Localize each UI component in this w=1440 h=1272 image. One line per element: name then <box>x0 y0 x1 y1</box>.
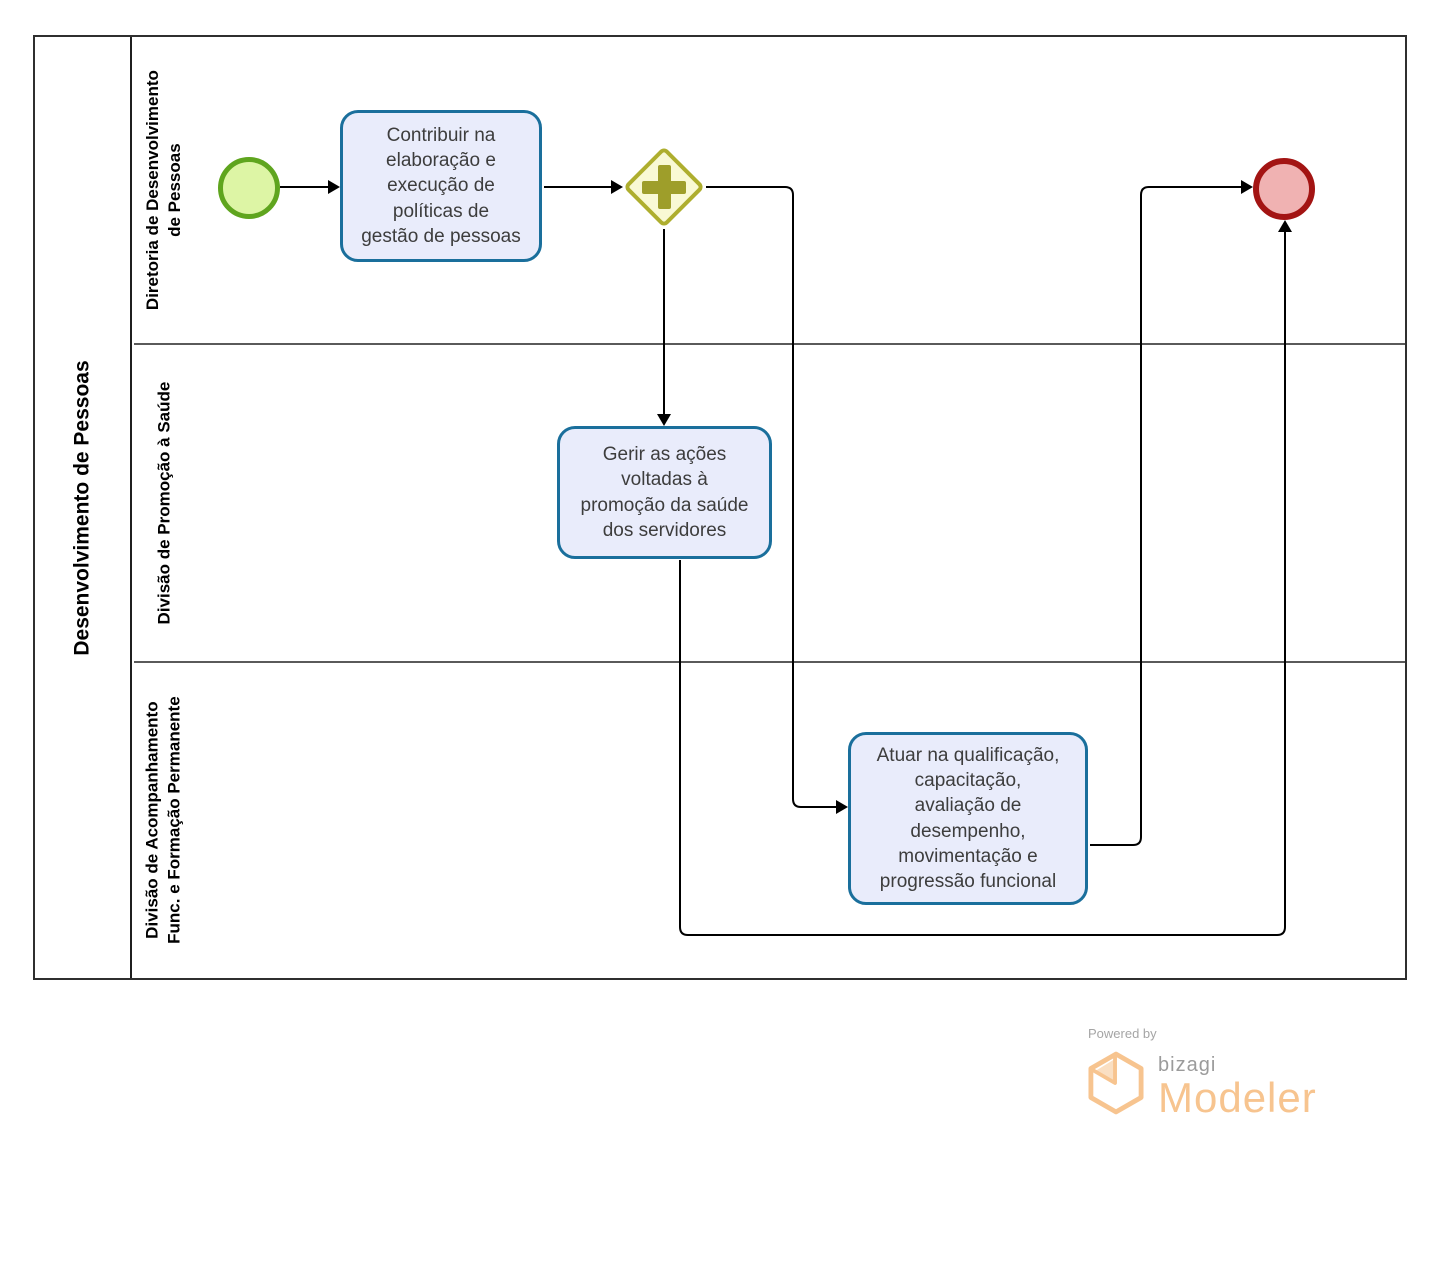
modeler-wordmark: Modeler <box>1158 1074 1317 1121</box>
parallel-gateway-plus-icon <box>635 158 693 216</box>
lane-divisao-acompanhamento: Divisão de Acompanhamento Func. e Formaç… <box>134 663 1405 978</box>
powered-by-label: Powered by <box>1088 1026 1157 1041</box>
lane-label: Diretoria de Desenvolvimento de Pessoas <box>142 70 184 310</box>
lane-label-wrap: Diretoria de Desenvolvimento de Pessoas <box>134 37 194 343</box>
bizagi-hexagon-icon <box>1088 1051 1144 1115</box>
lane-label: Divisão de Promoção à Saúde <box>153 381 173 625</box>
lane-label: Divisão de Acompanhamento Func. e Formaç… <box>142 696 184 945</box>
task-atuar-qualificacao[interactable]: Atuar na qualificação, capacitação, aval… <box>848 732 1088 905</box>
bizagi-wordmark: bizagi <box>1158 1054 1217 1076</box>
end-event[interactable] <box>1253 158 1315 220</box>
task-gerir-acoes-saude[interactable]: Gerir as ações voltadas à promoção da sa… <box>557 426 772 559</box>
pool-title: Desenvolvimento de Pessoas <box>70 359 94 656</box>
pool-header: Desenvolvimento de Pessoas <box>35 37 132 978</box>
lane-label-wrap: Divisão de Acompanhamento Func. e Formaç… <box>134 663 194 978</box>
bizagi-branding: Powered by bizagi Modeler <box>1088 1026 1317 1119</box>
task-contribuir-politicas[interactable]: Contribuir na elaboração e execução de p… <box>340 110 542 262</box>
lane-label-wrap: Divisão de Promoção à Saúde <box>134 345 194 661</box>
start-event[interactable] <box>218 157 280 219</box>
lane-diretoria-desenvolvimento: Diretoria de Desenvolvimento de Pessoas <box>134 37 1405 345</box>
